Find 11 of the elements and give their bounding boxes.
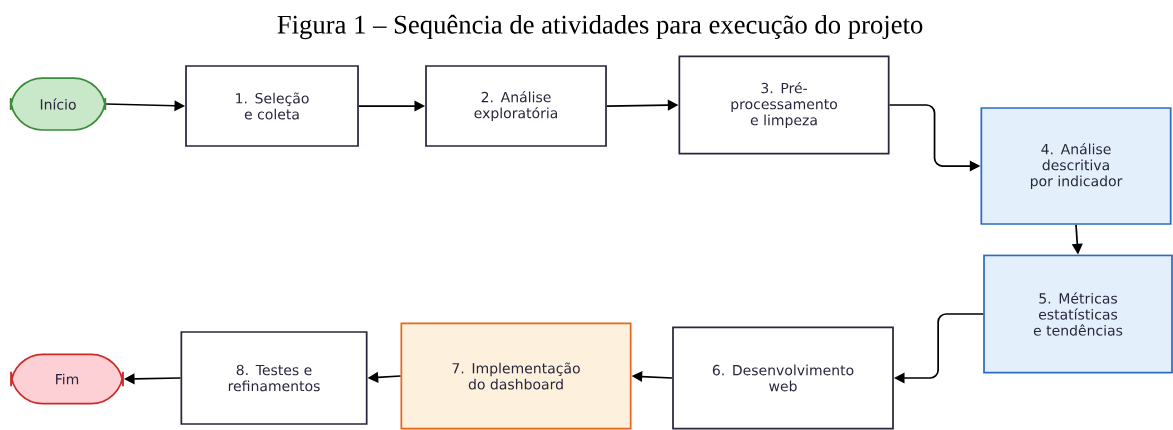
process-box: 8. Testes e refinamentos xyxy=(180,331,368,425)
process-box: 1. Seleção e coleta xyxy=(185,65,359,147)
process-box: 3. Pré-processamento e limpeza xyxy=(678,55,890,155)
figure-title: Figura 1 – Sequência de atividades para execução do projeto xyxy=(277,14,923,40)
process-box: 6. Desenvolvimento web xyxy=(672,326,894,430)
start-terminal: Início xyxy=(9,77,107,131)
process-box: 4. Análise descritiva por indicador xyxy=(980,107,1172,225)
process-box: 7. Implementação do dashboard xyxy=(400,322,632,430)
end-terminal: Fim xyxy=(10,353,124,405)
process-box: 2. Análise exploratória xyxy=(425,65,607,147)
process-box: 5. Métricas estatísticas e tendências xyxy=(983,254,1173,374)
